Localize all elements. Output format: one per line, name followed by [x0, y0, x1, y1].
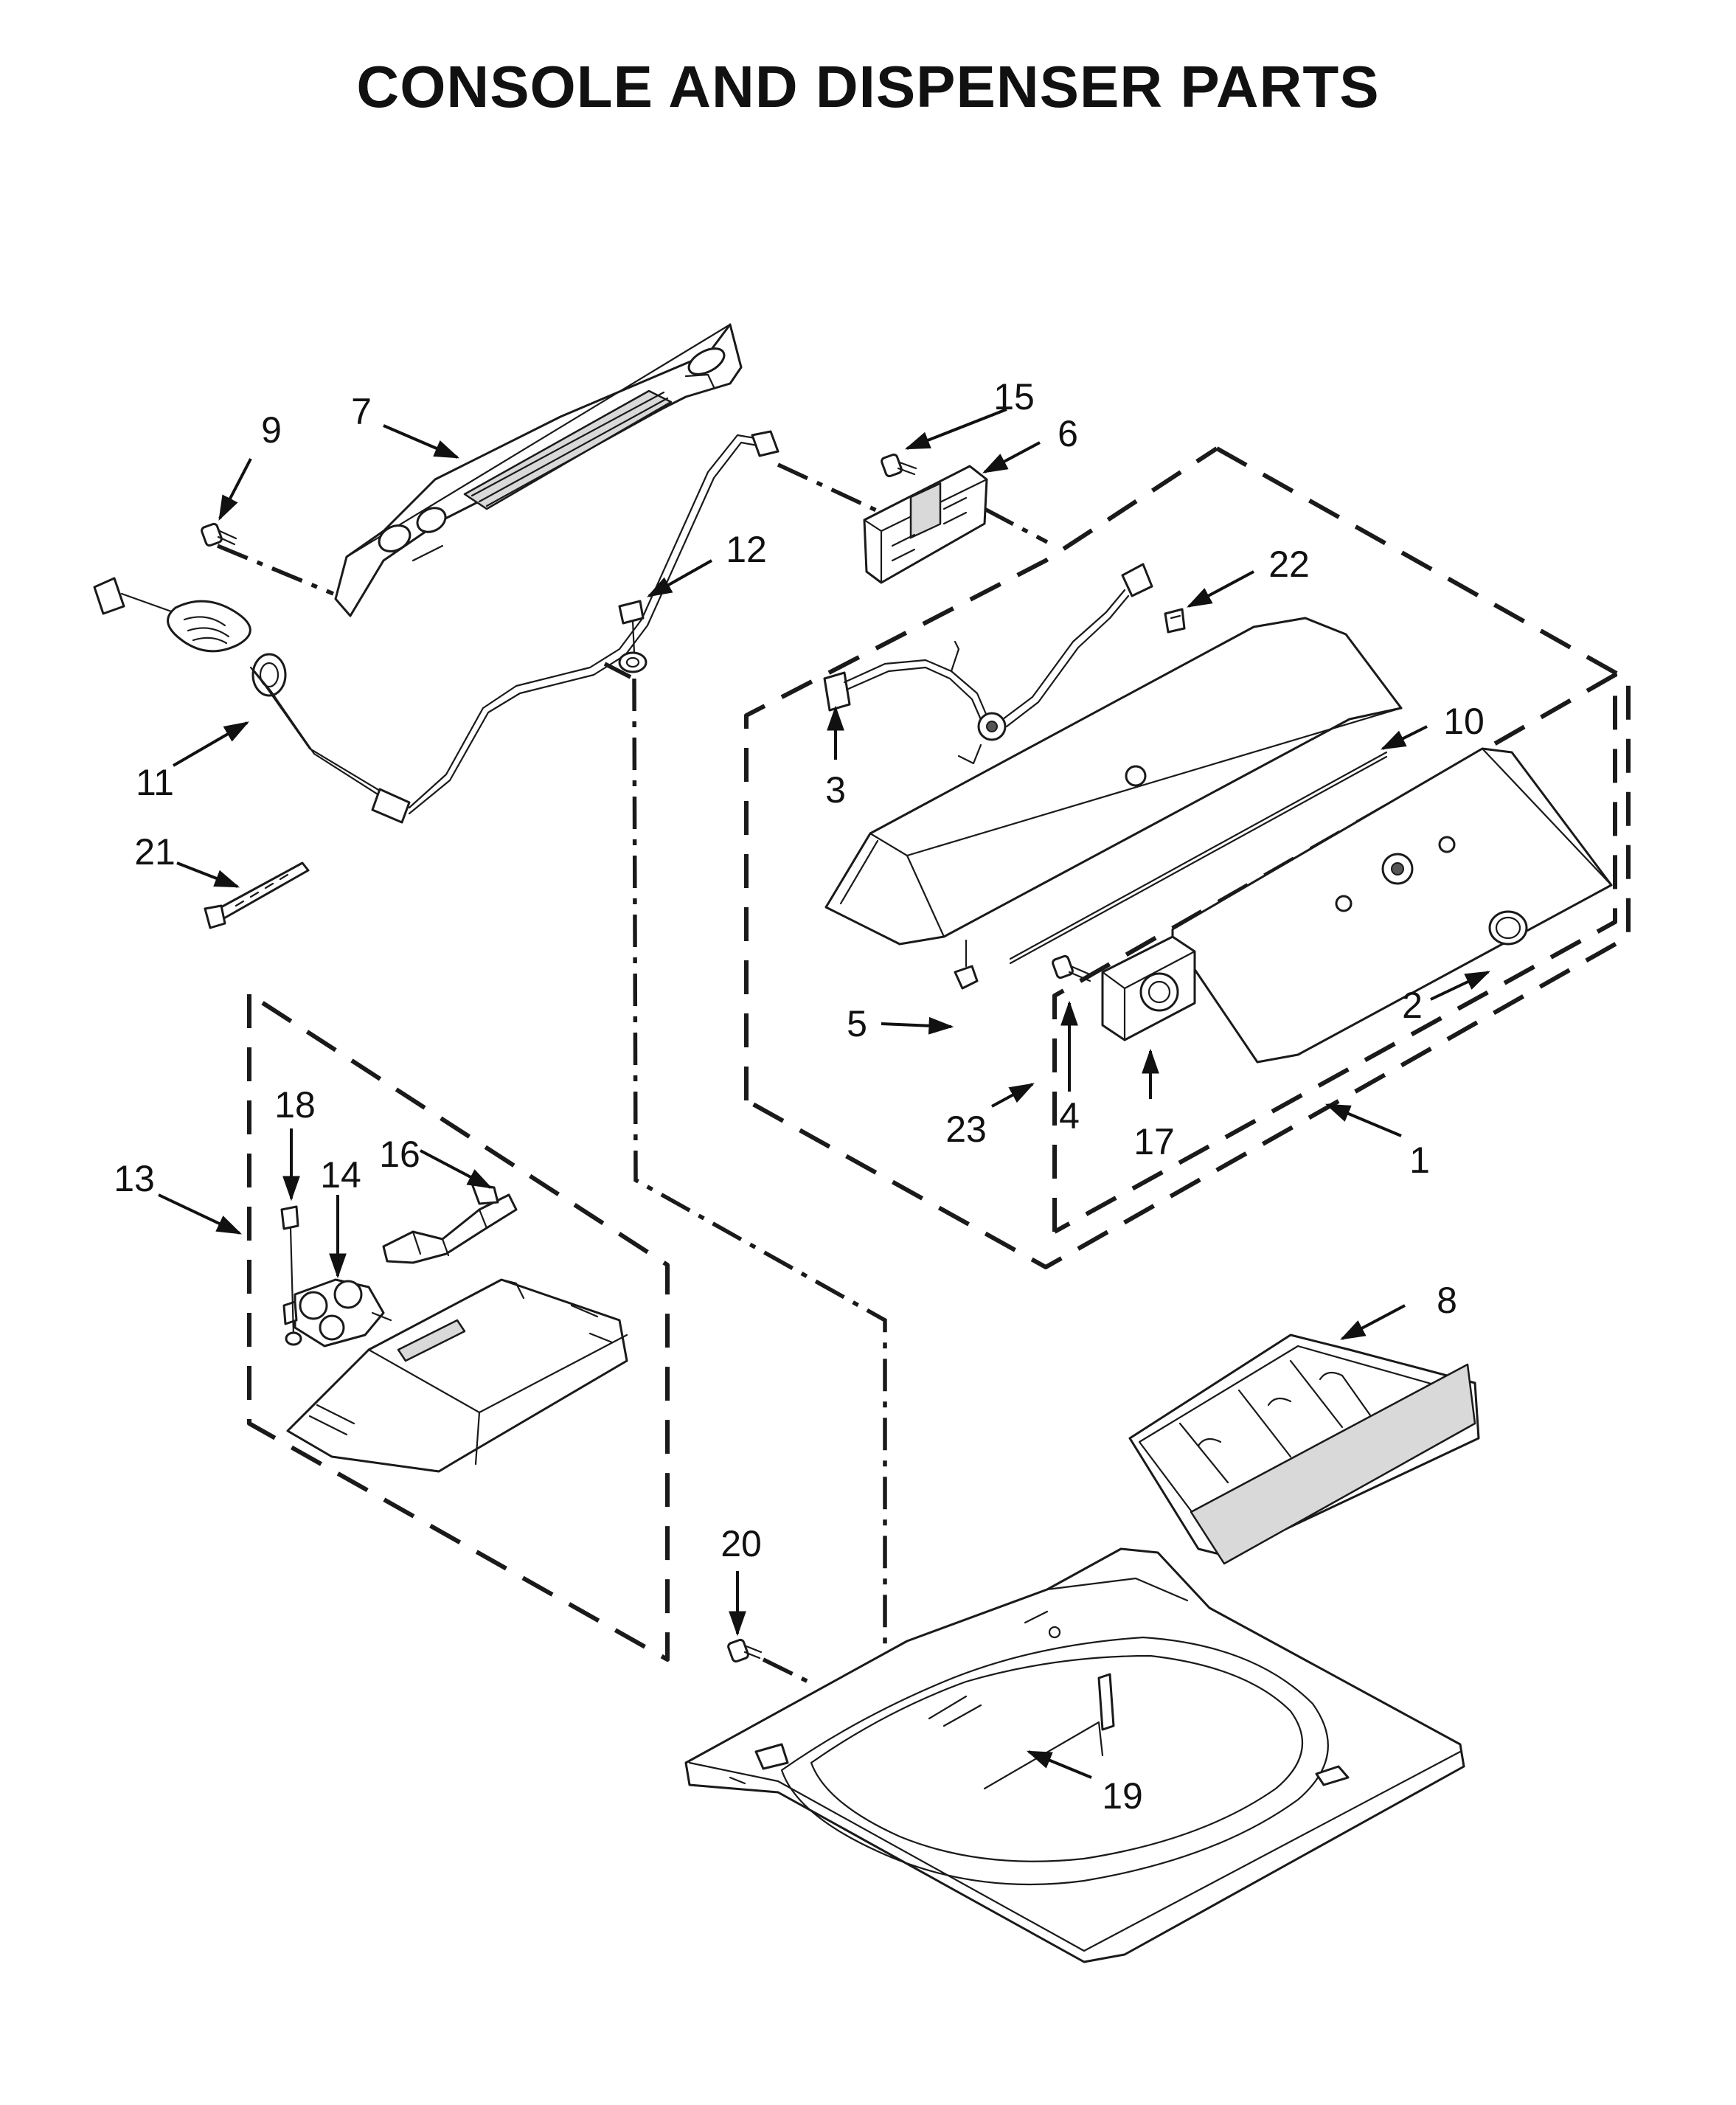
diagram-title: CONSOLE AND DISPENSER PARTS [356, 54, 1379, 119]
callout-14: 14 [320, 1154, 361, 1196]
clip-5 [954, 939, 979, 990]
callout-6: 6 [1058, 413, 1078, 454]
callout-23: 23 [945, 1109, 987, 1150]
control-board [863, 465, 988, 584]
harness-16 [382, 1182, 518, 1264]
washer-top [684, 1547, 1465, 1963]
wire-harness [823, 563, 1153, 765]
clip-22 [1164, 608, 1186, 634]
callout-7: 7 [351, 391, 372, 432]
callout-10: 10 [1443, 701, 1485, 742]
callout-3: 3 [825, 769, 846, 811]
callout-5: 5 [847, 1003, 867, 1044]
assembly-13-outline [247, 992, 670, 1662]
callout-labels: 1 2 3 4 5 6 7 8 9 10 11 12 13 14 15 16 1… [114, 376, 1485, 1817]
cable-tie [204, 861, 310, 929]
knob-2 [1488, 910, 1528, 946]
screw-9 [201, 522, 237, 547]
callout-21: 21 [134, 831, 176, 873]
inlet-valve-assembly [286, 1278, 628, 1473]
callout-22: 22 [1268, 544, 1310, 585]
screw-15 [881, 453, 917, 478]
assembly-1-outline [744, 446, 1631, 1269]
callout-16: 16 [379, 1134, 420, 1175]
leader-arrows [158, 408, 1491, 1779]
callout-12: 12 [726, 529, 767, 570]
callout-19: 19 [1102, 1775, 1143, 1817]
callout-8: 8 [1437, 1280, 1457, 1321]
screw-12 [618, 600, 647, 673]
callout-13: 13 [114, 1158, 155, 1199]
callout-17: 17 [1133, 1121, 1175, 1162]
screw-18 [280, 1205, 302, 1346]
callout-2: 2 [1402, 985, 1423, 1026]
callout-1: 1 [1409, 1140, 1430, 1181]
callout-15: 15 [993, 376, 1035, 417]
console-back-panel [334, 323, 743, 617]
water-valve [282, 1278, 392, 1348]
callout-18: 18 [274, 1084, 316, 1126]
screw-20 [727, 1638, 763, 1663]
console-front-panel [1171, 747, 1613, 1064]
callout-4: 4 [1059, 1095, 1080, 1137]
console-main [824, 617, 1403, 965]
dispenser-drawer [1128, 1334, 1480, 1565]
callout-11: 11 [136, 762, 174, 803]
callout-9: 9 [261, 409, 282, 451]
power-cord [93, 430, 780, 824]
switch-module [1101, 935, 1196, 1041]
callout-20: 20 [721, 1523, 762, 1564]
screw-4 [1052, 954, 1093, 982]
